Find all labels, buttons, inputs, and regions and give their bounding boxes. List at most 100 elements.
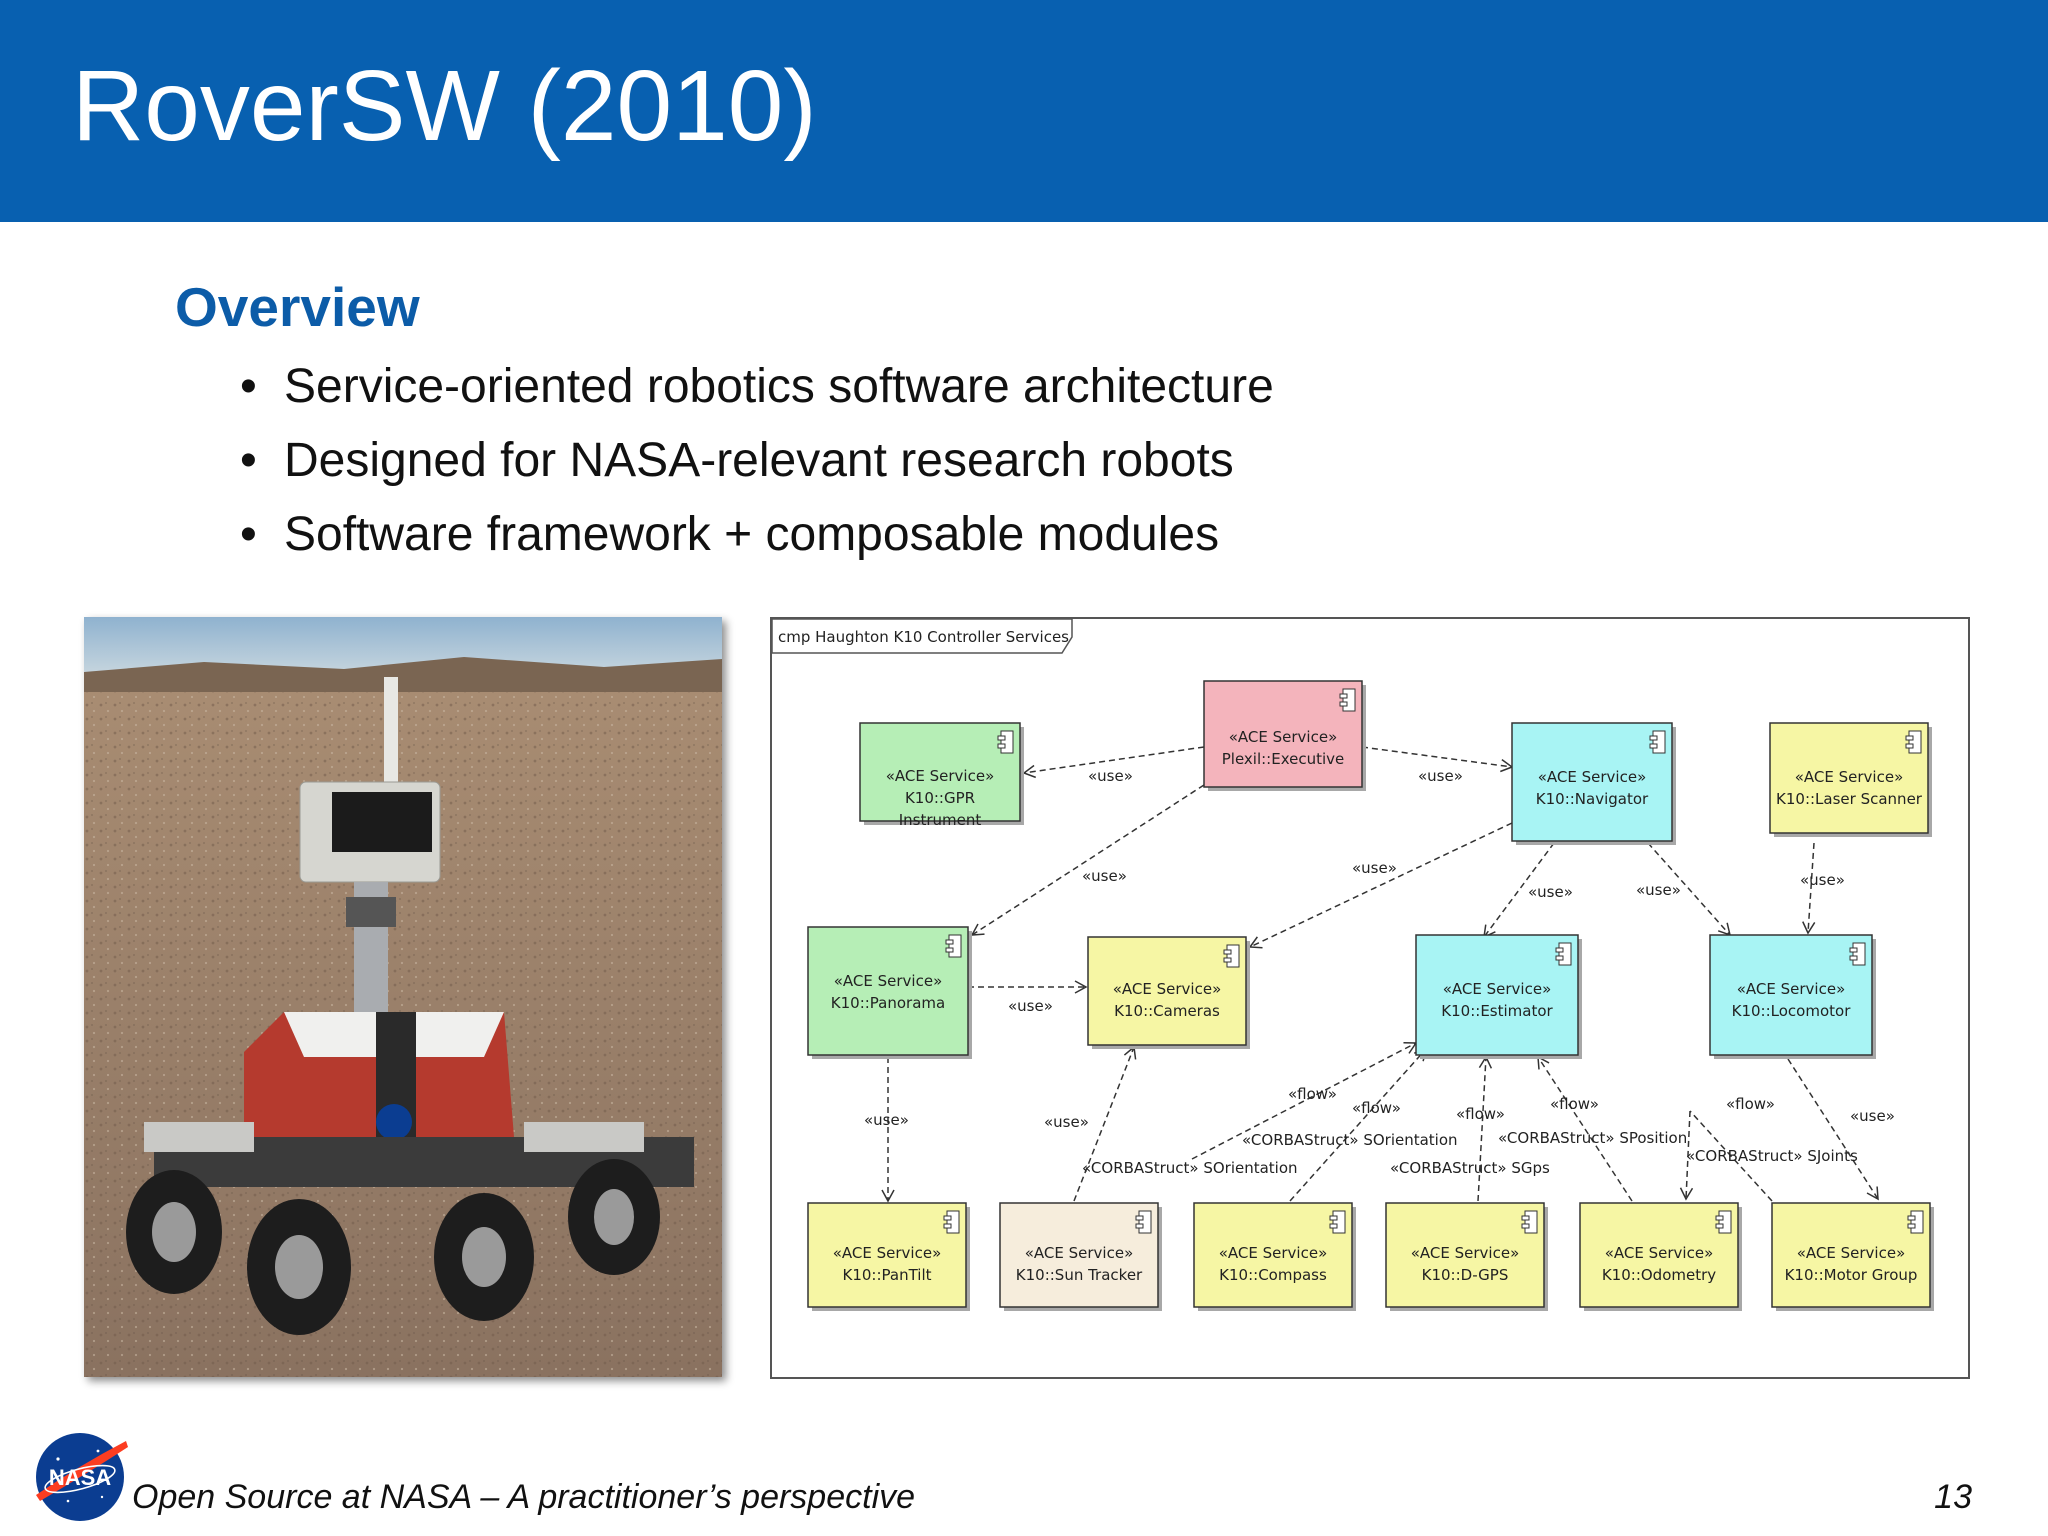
bullet-item: •Software framework + composable modules <box>240 498 1274 572</box>
slide-title: RoverSW (2010) <box>72 50 817 162</box>
component-icon <box>1555 942 1572 966</box>
label-flow: «flow» <box>1456 1105 1505 1123</box>
label-use: «use» <box>1418 767 1463 785</box>
node-stereotype: «ACE Service» <box>1797 1244 1906 1262</box>
node-name: K10::Sun Tracker <box>1016 1266 1143 1284</box>
rover-photo <box>84 617 722 1377</box>
node-stereotype: «ACE Service» <box>1443 980 1552 998</box>
edge-exec-gpr <box>1022 746 1205 779</box>
label-sgps: «CORBAStruct» SGps <box>1390 1159 1550 1177</box>
component-icon <box>997 730 1014 754</box>
component-diagram: cmp Haughton K10 Controller Services «us… <box>770 617 1970 1379</box>
node-name: K10::Laser Scanner <box>1776 790 1923 808</box>
bullet-glyph: • <box>240 508 257 561</box>
footer-text: Open Source at NASA – A practitioner’s p… <box>132 1478 916 1516</box>
bullet-text: Service-oriented robotics software archi… <box>284 360 1274 413</box>
page-number: 13 <box>1934 1478 1972 1516</box>
title-bar: RoverSW (2010) <box>0 0 2048 222</box>
svg-text:NASA: NASA <box>49 1465 111 1490</box>
label-sposition: «CORBAStruct» SPosition <box>1498 1129 1687 1147</box>
node-name: K10::Motor Group <box>1785 1266 1918 1284</box>
label-use: «use» <box>864 1111 909 1129</box>
bullet-list: • Service-oriented robotics software arch… <box>240 350 1274 572</box>
node-laser-scanner: «ACE Service» K10::Laser Scanner <box>1769 722 1932 837</box>
label-use: «use» <box>1636 881 1681 899</box>
label-flow: «flow» <box>1550 1095 1599 1113</box>
node-name: K10::Odometry <box>1602 1266 1716 1284</box>
node-pantilt: «ACE Service» K10::PanTilt <box>807 1202 970 1311</box>
node-stereotype: «ACE Service» <box>1229 728 1338 746</box>
diagram-canvas: cmp Haughton K10 Controller Services «us… <box>772 619 1934 1311</box>
component-icon <box>1223 944 1240 968</box>
label-flow: «flow» <box>1352 1099 1401 1117</box>
node-locomotor: «ACE Service» K10::Locomotor <box>1709 934 1876 1059</box>
node-estimator: «ACE Service» K10::Estimator <box>1415 934 1582 1059</box>
label-use: «use» <box>1800 871 1845 889</box>
node-name: K10::Compass <box>1219 1266 1327 1284</box>
node-stereotype: «ACE Service» <box>886 767 995 785</box>
node-gpr: «ACE Service» K10::GPR Instrument <box>859 722 1024 829</box>
edge-odometry-estimator <box>1537 1055 1633 1202</box>
node-compass: «ACE Service» K10::Compass <box>1193 1202 1356 1311</box>
edge-motorgroup-odometry <box>1689 1110 1773 1202</box>
node-stereotype: «ACE Service» <box>1219 1244 1328 1262</box>
label-sjoints: «CORBAStruct» SJoints <box>1686 1147 1858 1165</box>
section-heading: Overview <box>175 276 420 338</box>
bullet-item: •Service-oriented robotics software arch… <box>240 350 1274 424</box>
node-stereotype: «ACE Service» <box>1795 768 1904 786</box>
label-use: «use» <box>1352 859 1397 877</box>
label-sorientation: «CORBAStruct» SOrientation <box>1242 1131 1458 1149</box>
component-icon <box>1521 1210 1538 1234</box>
node-stereotype: «ACE Service» <box>1113 980 1222 998</box>
edge-navigator-cameras <box>1248 822 1513 949</box>
edge-navigator-locomotor <box>1647 842 1732 937</box>
node-odometry: «ACE Service» K10::Odometry <box>1579 1202 1742 1311</box>
component-icon <box>1649 730 1666 754</box>
frame-label: cmp Haughton K10 Controller Services <box>778 628 1069 646</box>
edge-exec-navigator <box>1361 746 1514 773</box>
bullet-item: •Designed for NASA-relevant research rob… <box>240 424 1274 498</box>
edge-laser-locomotor <box>1802 842 1816 935</box>
label-use: «use» <box>1044 1113 1089 1131</box>
node-name: K10::Navigator <box>1536 790 1649 808</box>
dependency-edges <box>881 746 1879 1203</box>
node-stereotype: «ACE Service» <box>1538 768 1647 786</box>
edge-locomotor-motorgroup <box>1787 1058 1879 1201</box>
rover-illustration <box>84 617 722 1377</box>
node-navigator: «ACE Service» K10::Navigator <box>1511 722 1676 845</box>
node-motor-group: «ACE Service» K10::Motor Group <box>1771 1202 1934 1311</box>
component-icon <box>943 1210 960 1234</box>
label-use: «use» <box>1528 883 1573 901</box>
edge-suntracker-cameras <box>1073 1045 1137 1202</box>
component-icon <box>1849 942 1866 966</box>
component-icon <box>1339 688 1356 712</box>
component-icon <box>1135 1210 1152 1234</box>
node-name: K10::Estimator <box>1441 1002 1553 1020</box>
node-name: Plexil::Executive <box>1222 750 1345 768</box>
node-name: K10::Panorama <box>831 994 945 1012</box>
node-stereotype: «ACE Service» <box>834 972 943 990</box>
node-stereotype: «ACE Service» <box>1025 1244 1134 1262</box>
node-name-line2: Instrument <box>899 811 982 829</box>
label-use: «use» <box>1008 997 1053 1015</box>
node-sun-tracker: «ACE Service» K10::Sun Tracker <box>999 1202 1162 1311</box>
component-icon <box>1907 1210 1924 1234</box>
label-flow: «flow» <box>1288 1085 1337 1103</box>
node-name: K10::D-GPS <box>1422 1266 1509 1284</box>
node-panorama: «ACE Service» K10::Panorama <box>807 926 972 1059</box>
node-name: K10::Cameras <box>1114 1002 1220 1020</box>
node-stereotype: «ACE Service» <box>833 1244 942 1262</box>
node-stereotype: «ACE Service» <box>1605 1244 1714 1262</box>
node-dgps: «ACE Service» K10::D-GPS <box>1385 1202 1548 1311</box>
component-icon <box>1905 730 1922 754</box>
node-executive: «ACE Service» Plexil::Executive <box>1203 680 1366 791</box>
node-stereotype: «ACE Service» <box>1737 980 1846 998</box>
frame-tab <box>772 619 1073 654</box>
label-use: «use» <box>1850 1107 1895 1125</box>
edge-compass-estimator-2 <box>1289 1047 1428 1202</box>
node-stereotype: «ACE Service» <box>1411 1244 1520 1262</box>
node-name: K10::GPR <box>905 789 975 807</box>
label-use: «use» <box>1088 767 1133 785</box>
edge-dgps-estimator <box>1477 1055 1493 1202</box>
edge-compass-estimator <box>1191 1041 1418 1160</box>
